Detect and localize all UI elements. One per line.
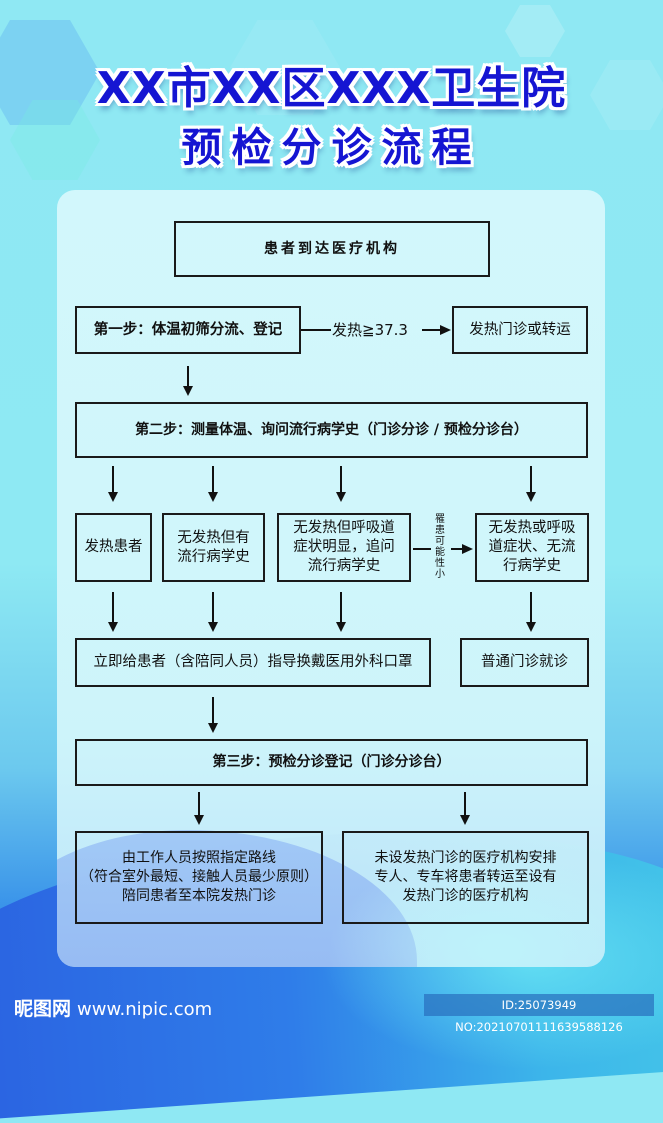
- arrow-to-mask-3: [340, 592, 342, 624]
- step3-box: 第三步：预检分诊登记（门诊分诊台）: [75, 739, 588, 786]
- step2-box: 第二步：测量体温、询问流行病学史（门诊分诊 / 预检分诊台）: [75, 402, 588, 458]
- general-clinic-box: 普通门诊就诊: [460, 638, 589, 687]
- arrow-head: [108, 622, 118, 632]
- flowchart-panel: [57, 190, 605, 967]
- outcome-right-line: 发热门诊的医疗机构: [402, 888, 529, 904]
- outcome-left-line: （符合室外最短、接触人员最少原则）: [80, 869, 318, 885]
- arrow-head: [208, 622, 218, 632]
- fever-clinic-text: 发热门诊或转运: [469, 321, 571, 338]
- arrive-box: 患者到达医疗机构: [174, 221, 490, 277]
- outcome-right-line: 专人、专车将患者转运至设有: [374, 869, 557, 885]
- arrow-mask-step3: [212, 697, 214, 725]
- outcome-right-box: 未设发热门诊的医疗机构安排 专人、专车将患者转运至设有 发热门诊的医疗机构: [342, 831, 589, 924]
- category-text-line: 症状明显，追问: [293, 539, 395, 555]
- fever-connector-line: [301, 329, 331, 331]
- arrow-head: [194, 815, 204, 825]
- title-line-2: 预检分诊流程: [181, 125, 482, 171]
- arrow-head: [208, 723, 218, 733]
- arrow-head: [208, 492, 218, 502]
- fever-clinic-box: 发热门诊或转运: [452, 306, 588, 354]
- outcome-left-line: 由工作人员按照指定路线: [122, 850, 276, 866]
- arrow-to-category-4: [530, 466, 532, 494]
- arrow-to-general-clinic: [530, 592, 532, 624]
- arrow-to-category-1: [112, 466, 114, 494]
- general-clinic-text: 普通门诊就诊: [481, 654, 568, 670]
- arrow-to-outcome-left: [198, 792, 200, 817]
- category-text-line: 无发热或呼吸: [488, 520, 576, 536]
- step1-box: 第一步：体温初筛分流、登记: [75, 306, 301, 354]
- category-box-fever: 发热患者: [75, 513, 152, 582]
- category-text-line: 发热患者: [84, 539, 143, 555]
- step2-text: 第二步：测量体温、询问流行病学史（门诊分诊 / 预检分诊台）: [135, 421, 528, 438]
- category-text-line: 无发热但有: [177, 529, 250, 546]
- watermark-url[interactable]: www.nipic.com: [77, 999, 213, 1020]
- category-text-line: 道症状、无流: [488, 539, 576, 555]
- fever-arrow-head: [440, 325, 451, 335]
- category-box-respiratory: 无发热但呼吸道 症状明显，追问 流行病学史: [277, 513, 411, 582]
- mask-instruction-box: 立即给患者（含陪同人员）指导换戴医用外科口罩: [75, 638, 431, 687]
- watermark-logo-text: 昵图网: [14, 998, 72, 1020]
- arrow-head: [526, 622, 536, 632]
- fever-condition-label: 发热≧37.3: [332, 321, 408, 339]
- category-text-line: 流行病学史: [307, 558, 381, 574]
- outcome-left-box: 由工作人员按照指定路线 （符合室外最短、接触人员最少原则） 陪同患者至本院发热门…: [75, 831, 323, 924]
- category-box-epidemiology: 无发热但有 流行病学史: [162, 513, 265, 582]
- category-text-line: 无发热但呼吸道: [293, 520, 395, 536]
- arrow-head: [462, 544, 473, 554]
- arrive-text: 患者到达医疗机构: [264, 240, 400, 257]
- arrow-to-mask-2: [212, 592, 214, 624]
- arrow-to-category-2: [212, 466, 214, 494]
- arrow-head: [183, 386, 193, 396]
- outcome-left-line: 陪同患者至本院发热门诊: [122, 888, 276, 904]
- outcome-right-line: 未设发热门诊的医疗机构安排: [374, 850, 557, 866]
- arrow-head: [108, 492, 118, 502]
- arrow-head: [336, 492, 346, 502]
- step1-text: 第一步：体温初筛分流、登记: [93, 321, 283, 338]
- step3-text: 第三步：预检分诊登记（门诊分诊台）: [212, 754, 451, 770]
- mask-instruction-text: 立即给患者（含陪同人员）指导换戴医用外科口罩: [93, 654, 413, 670]
- arrow-to-mask-1: [112, 592, 114, 624]
- arrow-head: [460, 815, 470, 825]
- watermark-id: ID:25073949 NO:20210701111639588126: [424, 994, 654, 1034]
- unlikely-connector-line: [413, 548, 431, 550]
- arrow-step1-step2: [187, 366, 189, 388]
- unlikely-arrow-line: [451, 548, 463, 550]
- background-hexagon: [505, 5, 565, 57]
- category-box-no-symptoms: 无发热或呼吸 道症状、无流 行病学史: [475, 513, 589, 582]
- fever-arrow-line: [422, 329, 442, 331]
- category-text-line: 行病学史: [503, 558, 561, 574]
- arrow-head: [336, 622, 346, 632]
- arrow-to-outcome-right: [464, 792, 466, 817]
- arrow-to-category-3: [340, 466, 342, 494]
- unlikely-label: 罹患可能性小: [435, 514, 445, 580]
- category-text-line: 流行病学史: [177, 548, 250, 565]
- arrow-head: [526, 492, 536, 502]
- title-line-1: XX市XX区XXX卫生院: [96, 63, 567, 114]
